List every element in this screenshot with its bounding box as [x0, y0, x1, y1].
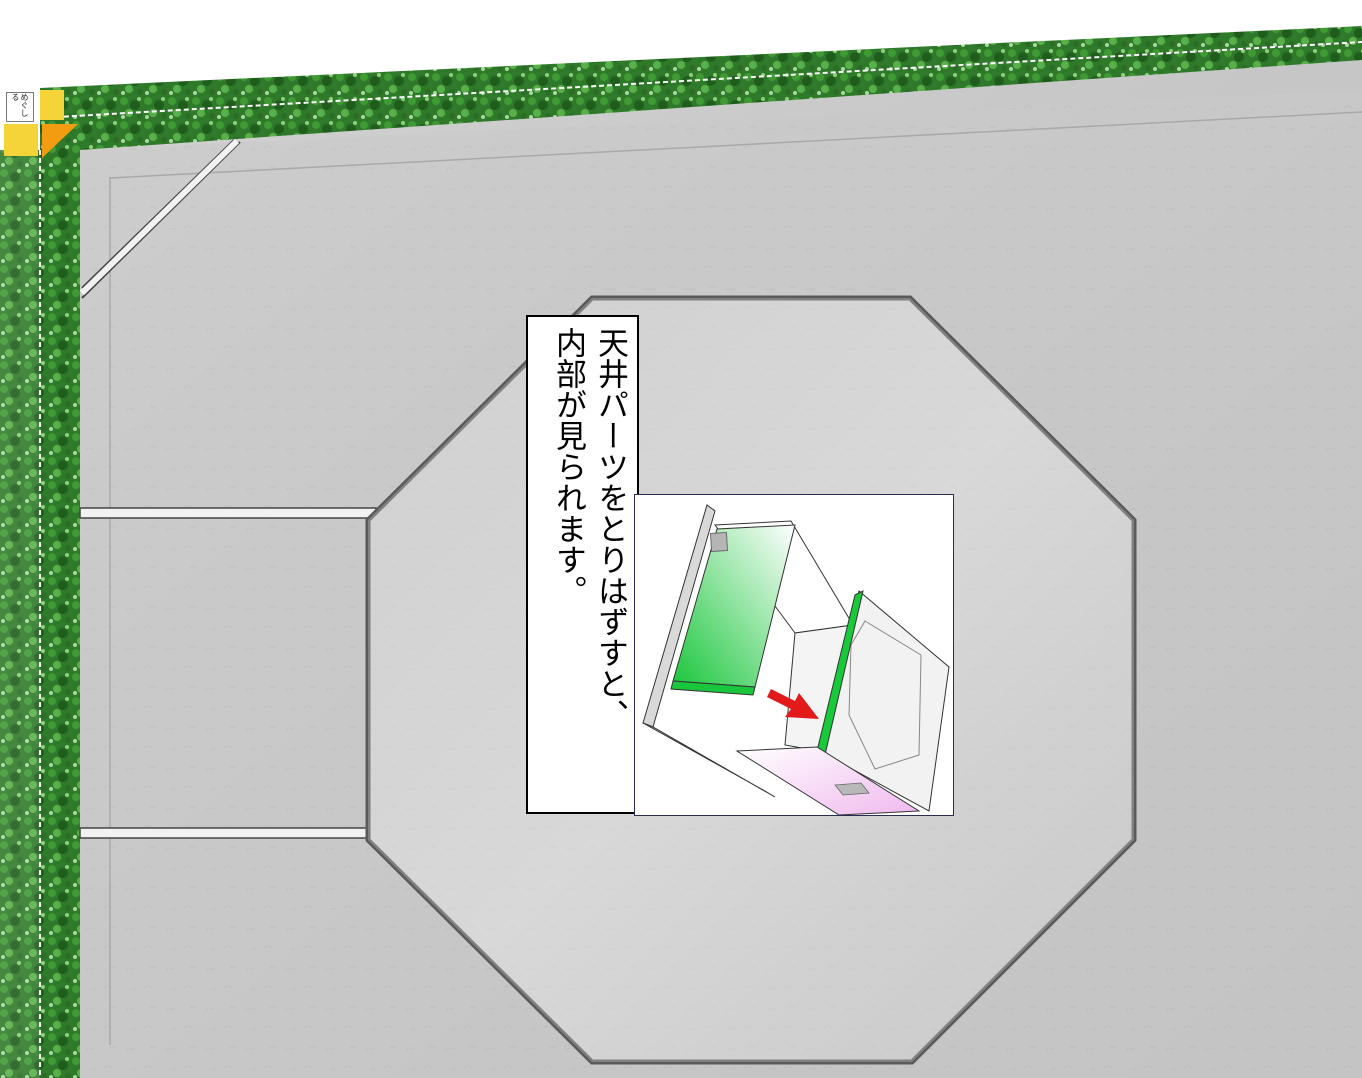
- corner-marker-yellow-left: [4, 124, 38, 156]
- dashed-guide-top: [39, 41, 1362, 119]
- diagonal-rail-fill: [79, 138, 240, 296]
- inner-guide-outline: [109, 111, 1362, 1045]
- hedge-strip-left: [0, 150, 40, 1078]
- hedge-border-top: [40, 26, 1362, 150]
- corner-triangle-marker-icon: [42, 124, 78, 158]
- corridor-rail-lower: [79, 827, 371, 839]
- side-tab-label[interactable]: めぐしる: [6, 92, 34, 122]
- hedge-border-left: [40, 120, 80, 1078]
- corridor-rail-upper: [79, 507, 377, 519]
- ceiling-part-illustration: [634, 494, 954, 816]
- red-arrow-icon: [767, 689, 819, 719]
- caption-textbox: 天井パーツをとりはずすと、 内部が見られます。: [526, 315, 639, 814]
- corner-marker-yellow-top: [40, 90, 64, 120]
- air-conditioner-unit-illustration-icon: [642, 504, 950, 816]
